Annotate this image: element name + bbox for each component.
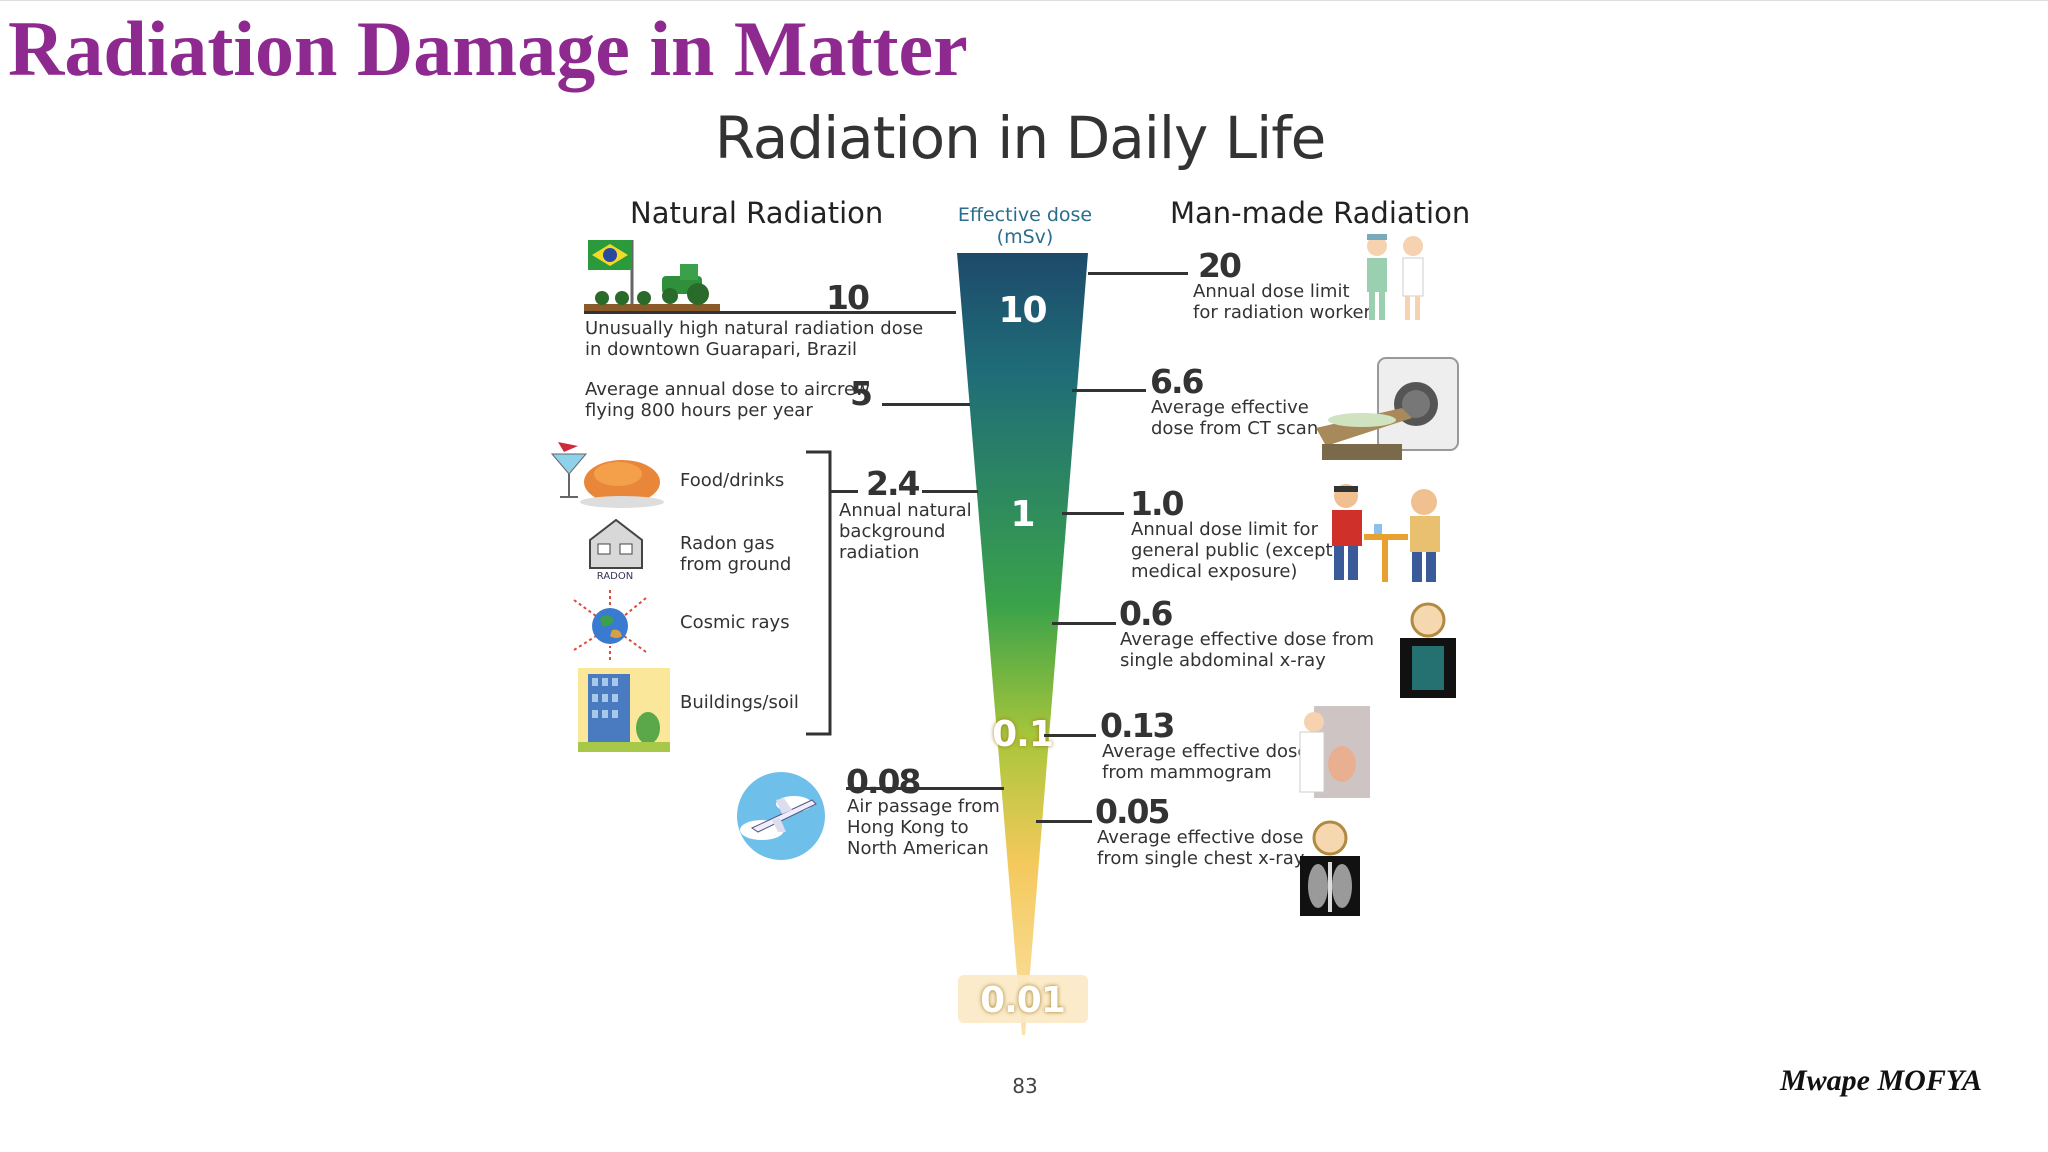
radon-sign: RADON <box>597 571 633 582</box>
mammogram-icon <box>1299 706 1370 798</box>
manmade-desc-1-0: Annual dose limit for general public (ex… <box>1131 519 1333 582</box>
desc-line: Unusually high natural radiation dose <box>585 318 924 339</box>
desc-line: Annual natural <box>839 500 972 521</box>
desc-line: Average effective dose <box>1102 741 1309 762</box>
manmade-tick-0-6 <box>1052 622 1116 625</box>
desc-line: Average effective dose <box>1097 827 1304 848</box>
desc-line: North American <box>847 838 989 859</box>
airplane-icon <box>737 772 825 860</box>
scale-label-1: 1 <box>1010 494 1035 535</box>
manmade-desc-0-13: Average effective dose from mammogram <box>1102 741 1308 783</box>
natural-value-5: 5 <box>850 374 873 413</box>
scale-label-0-1: 0.1 <box>992 714 1054 755</box>
manmade-value-0-13: 0.13 <box>1100 706 1175 745</box>
public-people-icon <box>1332 484 1440 582</box>
desc-line: radiation <box>839 542 920 563</box>
desc-line: from mammogram <box>1102 762 1272 783</box>
manmade-value-20: 20 <box>1198 246 1242 285</box>
dose-scale-cone <box>957 253 1088 1035</box>
natural-value-10: 10 <box>826 278 870 317</box>
desc-line: dose from CT scan <box>1151 418 1319 439</box>
manmade-desc-0-05: Average effective dose from single chest… <box>1097 827 1304 869</box>
manmade-value-0-05: 0.05 <box>1095 792 1170 831</box>
manmade-desc-0-6: Average effective dose from single abdom… <box>1120 629 1374 671</box>
chest-xray-icon <box>1300 820 1360 916</box>
natural-value-2-4: 2.4 <box>866 464 920 503</box>
infographic-title: Radiation in Daily Life <box>714 104 1327 172</box>
scale-label-0-01: 0.01 <box>980 980 1066 1021</box>
manmade-tick-20 <box>1088 272 1188 275</box>
buildings-soil-icon <box>578 668 670 752</box>
desc-line: Average annual dose to aircrew <box>585 379 870 400</box>
source-cosmic-rays: Cosmic rays <box>680 612 790 633</box>
source-buildings-soil: Buildings/soil <box>680 692 799 713</box>
natural-desc-10: Unusually high natural radiation dose in… <box>585 318 923 360</box>
scale-label-10: 10 <box>998 290 1047 331</box>
manmade-value-0-6: 0.6 <box>1119 594 1173 633</box>
manmade-tick-6-6 <box>1072 389 1146 392</box>
desc-line: Average effective dose from <box>1120 629 1375 650</box>
source-radon: Radon gas from ground <box>680 533 820 575</box>
scale-base-box <box>958 975 1088 1023</box>
bracket-connector <box>830 490 858 493</box>
manmade-value-1-0: 1.0 <box>1130 484 1184 523</box>
food-drinks-icon <box>550 442 664 508</box>
desc-line: Hong Kong to <box>847 817 969 838</box>
scale-heading-line2: (mSv) <box>996 226 1054 248</box>
desc-line: for radiation worker <box>1193 302 1371 323</box>
source-food-drinks: Food/drinks <box>680 470 785 491</box>
manmade-value-6-6: 6.6 <box>1150 362 1204 401</box>
desc-line: Annual dose limit <box>1193 281 1350 302</box>
ct-scanner-icon <box>1316 357 1459 460</box>
natural-heading: Natural Radiation <box>630 196 884 230</box>
manmade-tick-1-0 <box>1062 512 1124 515</box>
scale-heading-line1: Effective dose <box>957 204 1093 226</box>
author-name: Mwape MOFYA <box>1780 1064 1982 1097</box>
slide-title: Radiation Damage in Matter <box>8 5 968 92</box>
page-number: 83 <box>1012 1074 1038 1098</box>
natural-tick-0-08 <box>846 787 1004 790</box>
manmade-desc-6-6: Average effective dose from CT scan <box>1151 397 1318 439</box>
desc-line: medical exposure) <box>1131 561 1298 582</box>
manmade-tick-0-05 <box>1036 820 1092 823</box>
desc-line: from single chest x-ray <box>1097 848 1305 869</box>
desc-line: in downtown Guarapari, Brazil <box>585 339 857 360</box>
manmade-desc-20: Annual dose limit for radiation worker <box>1193 281 1371 323</box>
desc-line: general public (except <box>1131 540 1333 561</box>
desc-line: Annual dose limit for <box>1131 519 1318 540</box>
top-border <box>0 0 2048 1</box>
natural-value-0-08: 0.08 <box>846 762 921 801</box>
desc-line: Average effective <box>1151 397 1309 418</box>
natural-desc-2-4: Annual natural background radiation <box>839 500 972 563</box>
abdominal-xray-icon <box>1400 602 1456 698</box>
manmade-tick-0-13 <box>1044 734 1096 737</box>
radiation-workers-icon <box>1367 234 1424 320</box>
background-bracket <box>806 450 832 736</box>
radon-house-icon: RADON <box>589 518 643 582</box>
desc-line: single abdominal x-ray <box>1120 650 1326 671</box>
scale-heading: Effective dose (mSv) <box>950 204 1100 248</box>
manmade-heading: Man-made Radiation <box>1170 196 1471 230</box>
natural-tick-5 <box>882 403 970 406</box>
natural-desc-0-08: Air passage from Hong Kong to North Amer… <box>847 796 1000 859</box>
cosmic-rays-icon <box>573 590 647 660</box>
natural-tick-2-4 <box>922 490 978 493</box>
cone-shape <box>957 253 1088 1035</box>
natural-tick-10 <box>584 311 956 314</box>
natural-desc-5: Average annual dose to aircrew flying 80… <box>585 379 870 421</box>
source-radon-text: Radon gas from ground <box>680 533 792 575</box>
desc-line: Air passage from <box>847 796 1000 817</box>
desc-line: background <box>839 521 946 542</box>
desc-line: flying 800 hours per year <box>585 400 813 421</box>
guarapari-icon <box>584 240 720 311</box>
